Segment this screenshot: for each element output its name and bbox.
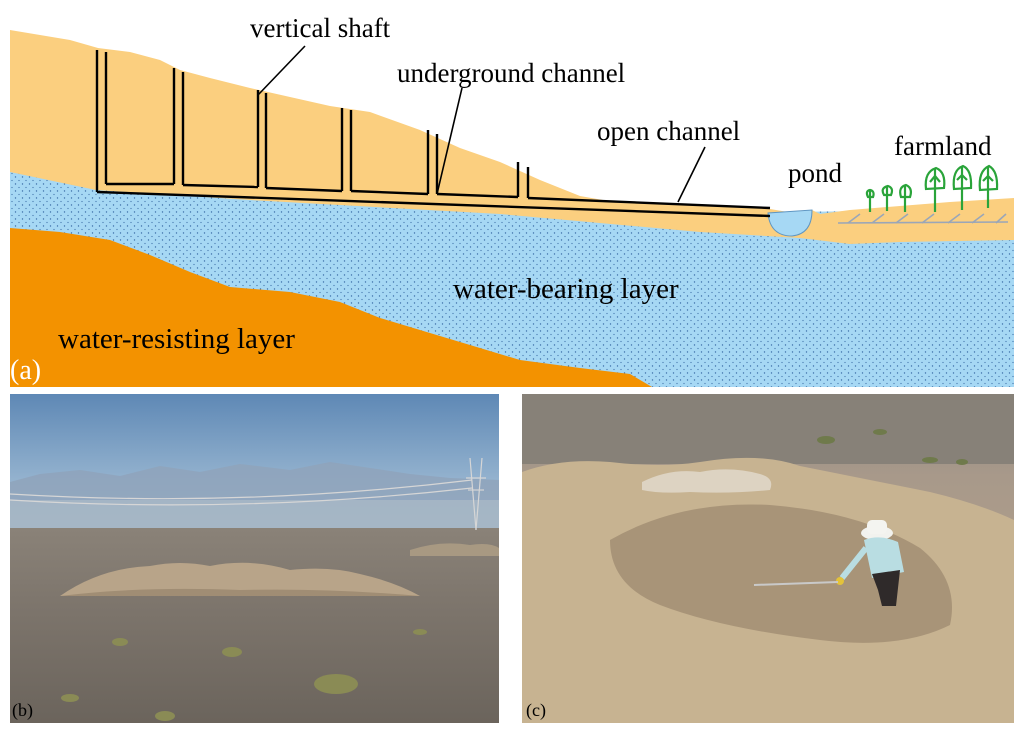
photo-c-person xyxy=(753,520,904,606)
label-water-bearing-layer: water-bearing layer xyxy=(453,273,679,305)
tree-icon xyxy=(952,164,973,210)
photo-c-pit xyxy=(610,504,952,643)
soil-layer xyxy=(10,30,1014,244)
tree-icon xyxy=(924,166,946,212)
panel-b: (b) xyxy=(10,394,499,723)
photo-b-mound-shadow xyxy=(60,588,420,596)
photo-b-shrubs xyxy=(61,629,427,721)
panel-a: vertical shaft underground channel open … xyxy=(10,13,1014,387)
tree-icon xyxy=(899,183,912,212)
photo-b-mound-far xyxy=(410,543,499,556)
photo-c-shrubs xyxy=(817,429,968,465)
panel-label-b: (b) xyxy=(12,700,33,721)
photo-c-rock-crust xyxy=(642,469,772,493)
water-resisting-layer xyxy=(10,228,652,387)
leader-lines xyxy=(257,45,706,203)
underground-channel xyxy=(96,182,771,218)
photo-b-powerline xyxy=(10,457,486,531)
vertical-shafts xyxy=(95,50,530,198)
tree-icon xyxy=(978,164,999,208)
farmland-field xyxy=(837,213,1009,224)
farmland-trees xyxy=(865,164,999,212)
panel-label-a: (a) xyxy=(10,355,41,386)
panel-c: (c) xyxy=(522,394,1014,723)
photo-c-far-plain xyxy=(522,394,1014,464)
photo-b-spoil-mounds xyxy=(60,562,420,596)
photo-b-ground xyxy=(10,528,499,723)
panel-label-c: (c) xyxy=(526,700,546,721)
tree-icon xyxy=(865,188,875,212)
pond xyxy=(767,209,813,237)
label-underground-channel: underground channel xyxy=(397,58,625,88)
label-water-resisting-layer: water-resisting layer xyxy=(58,323,295,355)
label-open-channel: open channel xyxy=(597,116,740,146)
tree-icon xyxy=(881,184,894,211)
label-vertical-shaft: vertical shaft xyxy=(250,13,391,43)
label-pond: pond xyxy=(788,158,843,188)
label-farmland: farmland xyxy=(894,131,992,161)
